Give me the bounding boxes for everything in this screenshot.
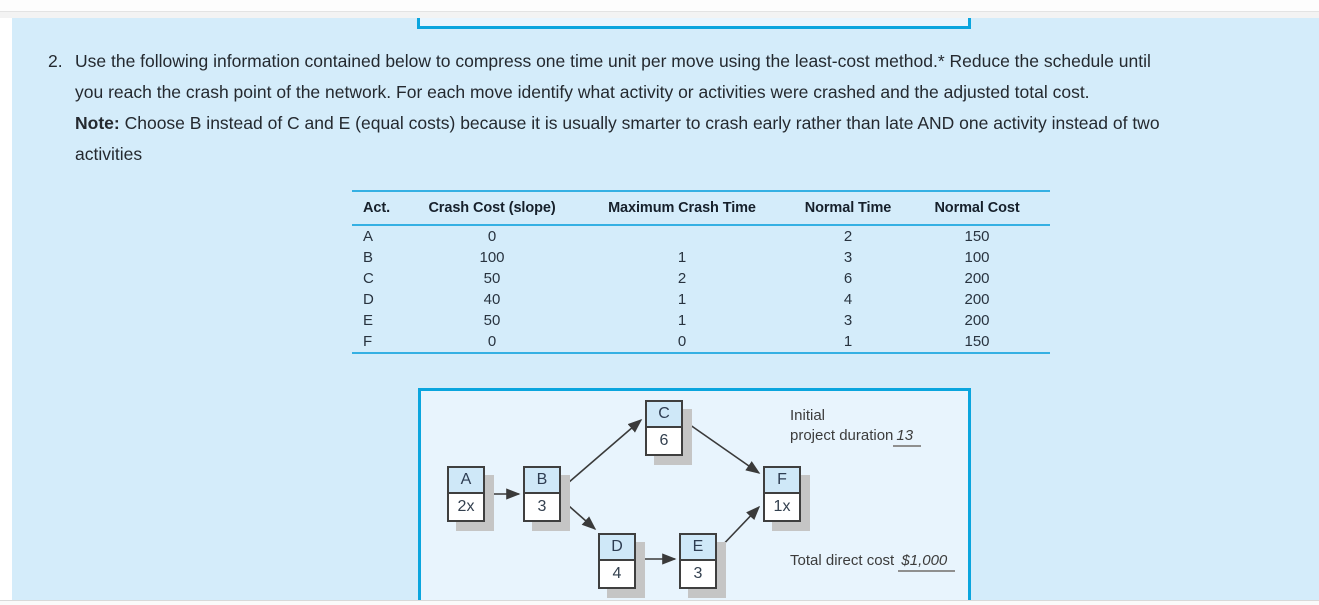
cell-max-crash-time: 1 — [677, 249, 687, 266]
node-C-duration: 6 — [647, 428, 681, 454]
cell-normal-cost: 150 — [964, 228, 990, 245]
cell-normal-time: 4 — [843, 291, 853, 308]
problem-line-1: 2. Use the following information containe… — [48, 46, 1316, 77]
cell-crash-cost: 50 — [483, 270, 501, 287]
node-F-label: F — [765, 468, 799, 494]
cell-crash-cost: 0 — [487, 228, 497, 245]
problem-line-2: you reach the crash point of the network… — [75, 82, 1090, 102]
node-F-duration: 1x — [765, 494, 799, 520]
table-header-row: Act. Crash Cost (slope) Maximum Crash Ti… — [352, 192, 1050, 224]
node-C-label: C — [647, 402, 681, 428]
problem-text-1: Use the following information contained … — [75, 51, 1151, 71]
cell-normal-cost: 150 — [964, 333, 990, 350]
cell-normal-time: 2 — [843, 228, 853, 245]
cell-normal-cost: 200 — [964, 312, 990, 329]
node-A-duration: 2x — [449, 494, 483, 520]
cell-act: A — [363, 228, 374, 245]
node-F: F 1x — [763, 466, 801, 522]
cell-act: F — [363, 333, 373, 350]
node-B-duration: 3 — [525, 494, 559, 520]
cell-act: C — [363, 270, 374, 287]
previous-figure-cutoff-box — [417, 18, 971, 29]
total-direct-cost-annotation: Total direct cost $1,000 — [790, 551, 956, 572]
cell-normal-cost: 100 — [964, 249, 990, 266]
top-separator-bar — [0, 11, 1319, 18]
bottom-separator-bar — [0, 600, 1319, 605]
top-margin — [0, 0, 1319, 11]
cell-normal-cost: 200 — [964, 270, 990, 287]
cell-normal-time: 3 — [843, 249, 853, 266]
header-max-crash-time: Maximum Crash Time — [608, 200, 756, 216]
problem-note-line: Note: Choose B instead of C and E (equal… — [48, 108, 1316, 139]
table-rule-bottom — [352, 352, 1050, 354]
problem-note-line-2: activities — [75, 144, 143, 164]
cell-normal-cost: 200 — [964, 291, 990, 308]
node-D-label: D — [600, 535, 634, 561]
table-row: B 100 1 3 100 — [352, 247, 1050, 268]
problem-statement: 2. Use the following information containe… — [48, 46, 1316, 170]
note-text: Choose B instead of C and E (equal costs… — [124, 113, 1160, 133]
cell-max-crash-time: 0 — [677, 333, 687, 350]
note-label: Note: — [75, 113, 120, 133]
header-normal-time: Normal Time — [804, 200, 892, 216]
table-row: C 50 2 6 200 — [352, 268, 1050, 289]
cell-crash-cost: 100 — [479, 249, 505, 266]
total-cost-label: Total direct cost — [790, 552, 895, 569]
cell-max-crash-time: 2 — [677, 270, 687, 287]
node-E: E 3 — [679, 533, 717, 589]
cell-crash-cost: 40 — [483, 291, 501, 308]
cell-normal-time: 6 — [843, 270, 853, 287]
node-C: C 6 — [645, 400, 683, 456]
table-rule-top — [352, 190, 1050, 192]
cell-max-crash-time: 1 — [677, 291, 687, 308]
initial-duration-line1: Initial — [790, 407, 826, 424]
cell-crash-cost: 50 — [483, 312, 501, 329]
cell-crash-cost: 0 — [487, 333, 497, 350]
table-row: E 50 1 3 200 — [352, 310, 1050, 331]
node-B-label: B — [525, 468, 559, 494]
problem-number: 2. — [48, 51, 63, 71]
header-act: Act. — [363, 200, 390, 216]
node-D: D 4 — [598, 533, 636, 589]
table-rule-header — [352, 224, 1050, 226]
node-D-duration: 4 — [600, 561, 634, 587]
table-row: D 40 1 4 200 — [352, 289, 1050, 310]
table-row: A 0 2 150 — [352, 226, 1050, 247]
initial-duration-value: 13 — [893, 427, 922, 447]
node-E-label: E — [681, 535, 715, 561]
cell-normal-time: 1 — [843, 333, 853, 350]
node-A: A 2x — [447, 466, 485, 522]
cell-normal-time: 3 — [843, 312, 853, 329]
header-normal-cost: Normal Cost — [934, 200, 1020, 216]
header-crash-cost: Crash Cost (slope) — [428, 200, 556, 216]
node-A-label: A — [449, 468, 483, 494]
cell-max-crash-time: 1 — [677, 312, 687, 329]
crash-cost-table: Act. Crash Cost (slope) Maximum Crash Ti… — [352, 190, 1050, 354]
node-B: B 3 — [523, 466, 561, 522]
table-row: F 0 0 1 150 — [352, 331, 1050, 352]
total-cost-value: $1,000 — [898, 552, 956, 572]
initial-duration-label: project duration — [790, 427, 894, 444]
cell-act: B — [363, 249, 374, 266]
cell-act: E — [363, 312, 374, 329]
cell-act: D — [363, 291, 374, 308]
node-E-duration: 3 — [681, 561, 715, 587]
